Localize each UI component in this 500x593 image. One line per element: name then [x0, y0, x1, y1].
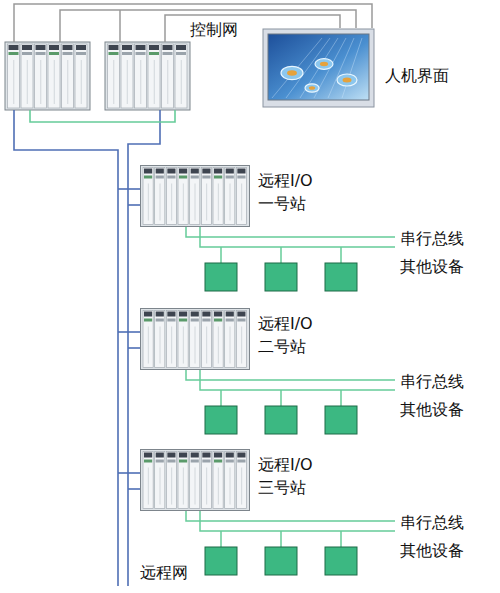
field-device	[205, 547, 237, 575]
field-device	[205, 406, 237, 434]
plc-rack	[105, 42, 190, 110]
network-name: 远程网	[140, 563, 188, 584]
control-net-line	[119, 10, 121, 42]
monitor-icon	[262, 28, 375, 108]
field-device	[325, 263, 357, 291]
remote-net-branch	[118, 331, 140, 333]
remote-net-line	[14, 110, 118, 586]
rack-icon	[140, 165, 250, 227]
field-device	[325, 406, 357, 434]
remote-io-station: 远程I/O 一号站	[140, 165, 317, 227]
field-device	[265, 263, 297, 291]
remote-net-branch	[128, 347, 140, 349]
remote-net-branch	[118, 472, 140, 474]
field-device	[205, 263, 237, 291]
rack-icon	[140, 449, 250, 511]
serial-bus-line	[200, 370, 395, 390]
serial-bus-line	[186, 370, 395, 380]
bus-note: 串行总线 其他设备	[400, 368, 474, 424]
remote-net-branch	[118, 188, 140, 190]
remote-io-station: 远程I/O 二号站	[140, 308, 317, 370]
device-drop	[280, 390, 282, 406]
device-drop	[220, 247, 222, 263]
serial-bus-line	[186, 511, 395, 521]
field-device	[265, 406, 297, 434]
serial-bus-line	[200, 227, 395, 247]
serial-bus-line	[186, 227, 395, 237]
serial-bus-line	[200, 511, 395, 531]
station-label: 远程I/O 二号站	[258, 312, 317, 358]
redundancy-link	[30, 110, 175, 122]
hmi-station: 人机界面	[262, 28, 453, 108]
bus-note: 串行总线 其他设备	[400, 509, 474, 565]
remote-net-branch	[128, 204, 140, 206]
plc-rack	[5, 42, 90, 110]
device-drop	[340, 247, 342, 263]
device-drop	[220, 390, 222, 406]
remote-net-branch	[128, 488, 140, 490]
field-device	[265, 547, 297, 575]
station-label: 远程I/O 一号站	[258, 169, 317, 215]
bus-note: 串行总线 其他设备	[400, 225, 474, 281]
device-drop	[220, 531, 222, 547]
device-drop	[340, 390, 342, 406]
device-drop	[280, 247, 282, 263]
network-name: 控制网	[190, 20, 238, 41]
hmi-label: 人机界面	[385, 64, 449, 87]
station-label: 远程I/O 三号站	[258, 453, 317, 499]
device-drop	[340, 531, 342, 547]
field-device	[325, 547, 357, 575]
rack-icon	[140, 308, 250, 370]
remote-io-station: 远程I/O 三号站	[140, 449, 317, 511]
device-drop	[280, 531, 282, 547]
